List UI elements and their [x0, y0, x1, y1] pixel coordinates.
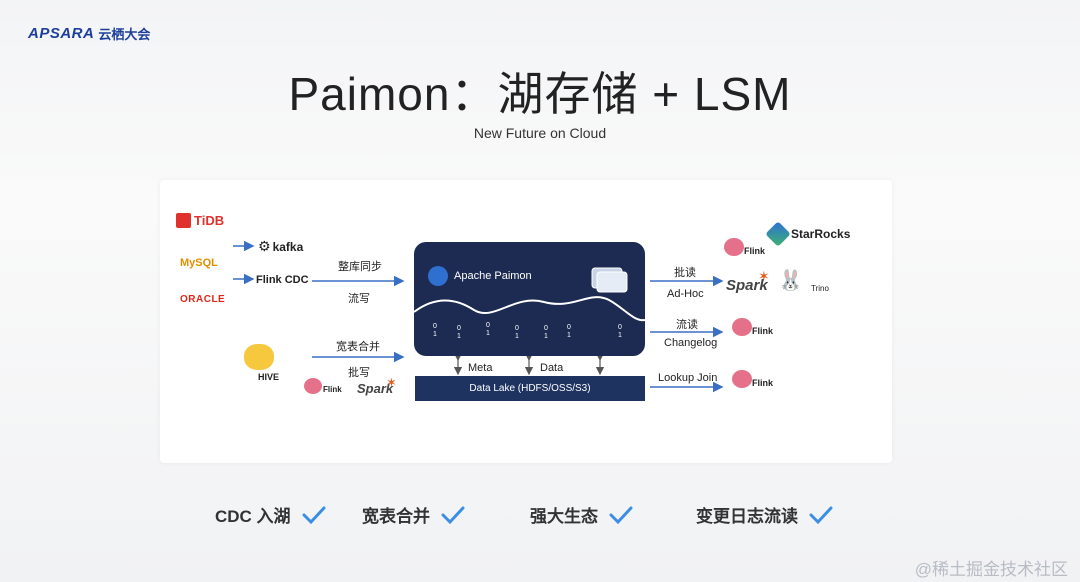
flink-target-1-label: Flink: [744, 246, 766, 256]
feature-cdc: CDC 入湖: [215, 502, 327, 527]
flink-squirrel-icon: [732, 318, 752, 336]
feature-cdc-label: CDC 入湖: [215, 507, 291, 526]
flink-squirrel-icon: [724, 238, 744, 256]
flink-squirrel-icon: [732, 370, 752, 388]
hive-icon: [244, 344, 274, 370]
starrocks-logo: StarRocks: [765, 221, 851, 247]
feature-changelog-label: 变更日志流读: [696, 507, 798, 526]
paimon-wave: [414, 267, 645, 322]
label-changelog: Changelog: [664, 337, 718, 349]
starrocks-icon: [765, 221, 791, 247]
label-stream-write: 流写: [348, 293, 370, 305]
trino-bunny-icon: 🐰: [778, 270, 803, 292]
paimon-title: Apache Paimon: [454, 270, 532, 282]
label-whole-db-sync: 整库同步: [338, 261, 382, 273]
hive-logo: HIVE: [240, 344, 282, 384]
kafka-logo: ⚙ kafka: [258, 238, 303, 255]
feature-wide-table: 宽表合并: [362, 502, 466, 527]
tidb-icon: [176, 213, 191, 228]
flink-target-2: Flink: [732, 318, 773, 336]
paimon-core-box: [414, 242, 645, 356]
label-meta: Meta: [468, 362, 493, 374]
page-subtitle: New Future on Cloud: [473, 125, 607, 141]
flink-cdc-label: Flink CDC: [256, 274, 309, 286]
brand-name-cn: 云栖大会: [98, 27, 151, 42]
trino-label: Trino: [811, 284, 829, 293]
feature-changelog: 变更日志流读: [696, 502, 834, 527]
flink-target-3-label: Flink: [752, 378, 774, 388]
feature-ecosystem: 强大生态: [530, 502, 634, 527]
flink-squirrel-icon: [304, 378, 322, 394]
tidb-label: TiDB: [194, 213, 225, 228]
watermark: @稀土掘金技术社区: [914, 560, 1068, 579]
flink-target-2-label: Flink: [752, 326, 774, 336]
spark-star-icon: ✶: [758, 268, 770, 284]
data-lake-box: Data Lake (HDFS/OSS/S3): [415, 376, 645, 401]
feature-wide-table-label: 宽表合并: [362, 507, 430, 526]
brand-name: APSARA: [28, 25, 95, 42]
check-icon: [441, 506, 465, 524]
flink-source-label: Flink: [323, 385, 342, 394]
feature-ecosystem-label: 强大生态: [530, 507, 598, 526]
kafka-label: kafka: [272, 239, 304, 254]
mysql-logo: MySQL: [180, 257, 218, 269]
spark-target-logo: Spark: [726, 277, 768, 294]
label-adhoc: Ad-Hoc: [667, 288, 704, 300]
label-lookup-join: Lookup Join: [658, 372, 718, 384]
flink-target-1: Flink: [724, 238, 765, 256]
hive-label: HIVE: [258, 372, 280, 382]
label-batch-read: 批读: [674, 267, 696, 279]
check-icon: [609, 506, 633, 524]
label-batch-write: 批写: [348, 367, 370, 379]
spark-source-logo: Spark: [357, 381, 394, 396]
tidb-logo: TiDB: [176, 213, 224, 228]
apsara-logo: APSARA 云栖大会: [28, 24, 150, 43]
flink-target-3: Flink: [732, 370, 773, 388]
flink-source-logo: Flink: [304, 378, 342, 394]
oracle-logo: ORACLE: [180, 294, 226, 305]
paimon-icon: [428, 266, 448, 286]
label-data: Data: [540, 362, 564, 374]
check-icon: [809, 506, 833, 524]
check-icon: [302, 506, 326, 524]
label-stream-read: 流读: [676, 319, 698, 331]
starrocks-label: StarRocks: [791, 227, 851, 241]
page-title: Paimon：湖存储 + LSM: [288, 68, 792, 120]
label-wide-table-merge: 宽表合并: [336, 341, 380, 353]
spark-star-icon: ✶: [386, 375, 397, 390]
kafka-icon: ⚙: [258, 238, 271, 254]
